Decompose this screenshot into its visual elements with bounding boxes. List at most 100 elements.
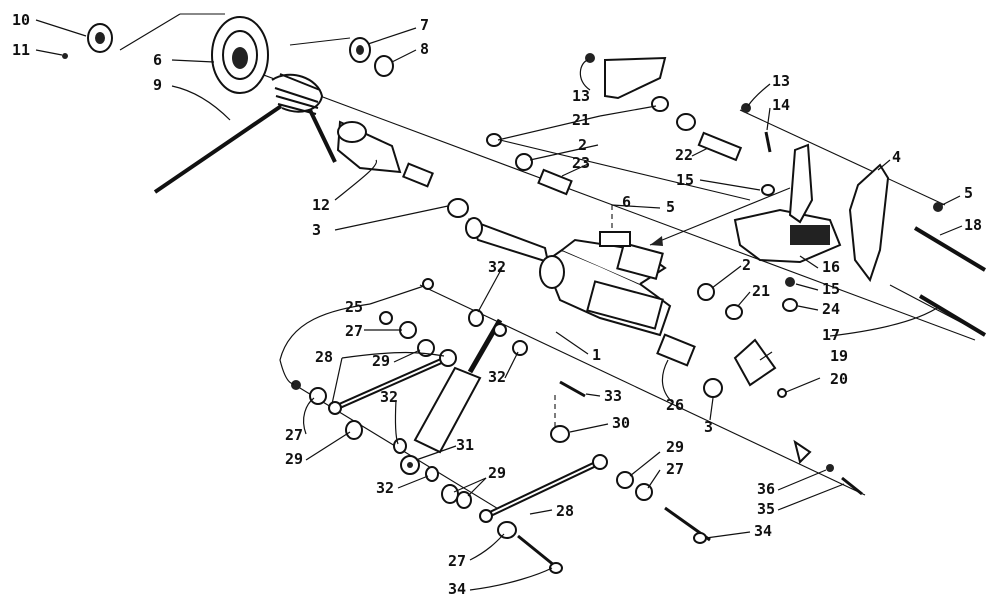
callout-29c: 29 xyxy=(488,464,506,482)
bushing-part-21a xyxy=(651,96,669,112)
leader-2a xyxy=(529,144,599,161)
leader-29b xyxy=(305,431,351,461)
callout-24: 24 xyxy=(822,300,840,318)
leader-11 xyxy=(35,49,63,56)
callout-29b: 29 xyxy=(285,450,303,468)
bushing-axis-line xyxy=(289,37,351,46)
leader-24 xyxy=(797,305,819,311)
leader-1 xyxy=(555,331,589,355)
callout-32b: 32 xyxy=(488,368,506,386)
leader-32b xyxy=(504,351,519,379)
callout-16: 16 xyxy=(822,258,840,276)
leader-35 xyxy=(777,483,845,511)
callout-32a: 32 xyxy=(488,258,506,276)
washer-part-15 xyxy=(761,184,775,196)
leader-27d xyxy=(647,469,661,489)
leader-21a xyxy=(599,105,657,117)
callout-13b: 13 xyxy=(772,72,790,90)
callout-27b: 27 xyxy=(285,426,303,444)
leader-6 xyxy=(171,59,215,63)
callout-21c: 21 xyxy=(752,282,770,300)
callout-10: 10 xyxy=(12,11,30,29)
leader-29a xyxy=(393,349,421,363)
arrow-head xyxy=(650,236,663,246)
leader-25b xyxy=(369,285,425,305)
callout-18: 18 xyxy=(964,216,982,234)
leader-15b xyxy=(795,283,819,291)
spacer-part-3 xyxy=(447,198,469,218)
sleeve-part-12 xyxy=(336,120,402,174)
sleeve-part-26 xyxy=(656,333,696,367)
leader-28c xyxy=(529,509,553,515)
bushing-part-32d xyxy=(425,466,439,482)
bolt-part-17 xyxy=(918,294,987,337)
callout-33: 33 xyxy=(604,387,622,405)
assembly-axes xyxy=(119,13,986,511)
leader-22 xyxy=(691,147,709,157)
nut-part-25a xyxy=(422,278,434,290)
callout-25: 25 xyxy=(345,298,363,316)
plate-lower-right xyxy=(793,439,812,464)
callout-27c: 27 xyxy=(448,552,466,570)
callout-8: 8 xyxy=(420,40,429,58)
callout-7: 7 xyxy=(420,16,429,34)
nut-part-36 xyxy=(826,464,834,472)
leader-14 xyxy=(766,107,771,131)
leader-19 xyxy=(759,351,773,361)
callout-6b: 6 xyxy=(622,193,631,211)
callout-13a: 13 xyxy=(572,87,590,105)
bushing-part-21b xyxy=(676,113,696,131)
leader-12 xyxy=(334,159,378,201)
nut-part-2b xyxy=(697,283,715,301)
callout-15a: 15 xyxy=(676,171,694,189)
callout-27a: 27 xyxy=(345,322,363,340)
nut-part-10 xyxy=(87,23,113,53)
plate-part-19 xyxy=(733,338,777,387)
bolt-part-33 xyxy=(559,380,586,398)
leader-32c xyxy=(394,399,399,445)
spring-rod-part-9 xyxy=(153,98,292,194)
callout-6: 6 xyxy=(153,51,162,69)
callout-4: 4 xyxy=(892,148,901,166)
washer-part-29c xyxy=(441,484,459,504)
leader-21b xyxy=(497,115,601,141)
callout-15b: 15 xyxy=(822,280,840,298)
callout-31: 31 xyxy=(456,436,474,454)
leader-25a xyxy=(279,303,371,385)
washer-part-20 xyxy=(777,388,787,398)
callout-9: 9 xyxy=(153,76,162,94)
nut-part-24 xyxy=(782,298,798,312)
link-arm-part-28-upper xyxy=(328,349,457,415)
callout-3b: 3 xyxy=(704,418,713,436)
callout-11: 11 xyxy=(12,41,30,59)
bushing-part-7 xyxy=(349,37,371,63)
bushing-part-21c xyxy=(486,133,502,147)
leader-28b xyxy=(341,351,445,359)
callout-29e: 29 xyxy=(666,438,684,456)
lower-axis-line xyxy=(419,284,866,496)
block-part-16 xyxy=(733,143,842,264)
spacer-part-3b xyxy=(703,378,723,398)
upper-right-axis xyxy=(739,109,946,206)
leader-10 xyxy=(35,19,87,37)
leader-33 xyxy=(585,393,601,397)
callout-12: 12 xyxy=(312,196,330,214)
leader-32a xyxy=(477,267,503,313)
ring-part-8 xyxy=(374,55,394,77)
callout-5a: 5 xyxy=(666,198,675,216)
leader-9 xyxy=(171,85,231,121)
callout-17: 17 xyxy=(822,326,840,344)
washer-part-15b xyxy=(785,277,795,287)
bushing-small xyxy=(402,162,434,188)
leader-17 xyxy=(829,305,941,337)
leader-28a xyxy=(331,357,343,405)
shock-absorber-part-31 xyxy=(400,318,507,475)
leader-31 xyxy=(415,445,457,461)
bushing-part-29d xyxy=(456,491,472,509)
shaft-end xyxy=(465,217,483,239)
main-axis-line xyxy=(244,67,976,341)
callout-labels: 10 11 6 9 7 8 13 21 2 23 12 3 22 15 5 13… xyxy=(12,11,982,598)
leader-3a xyxy=(334,205,449,231)
callout-34a: 34 xyxy=(754,522,772,540)
leader-13b xyxy=(747,83,771,107)
